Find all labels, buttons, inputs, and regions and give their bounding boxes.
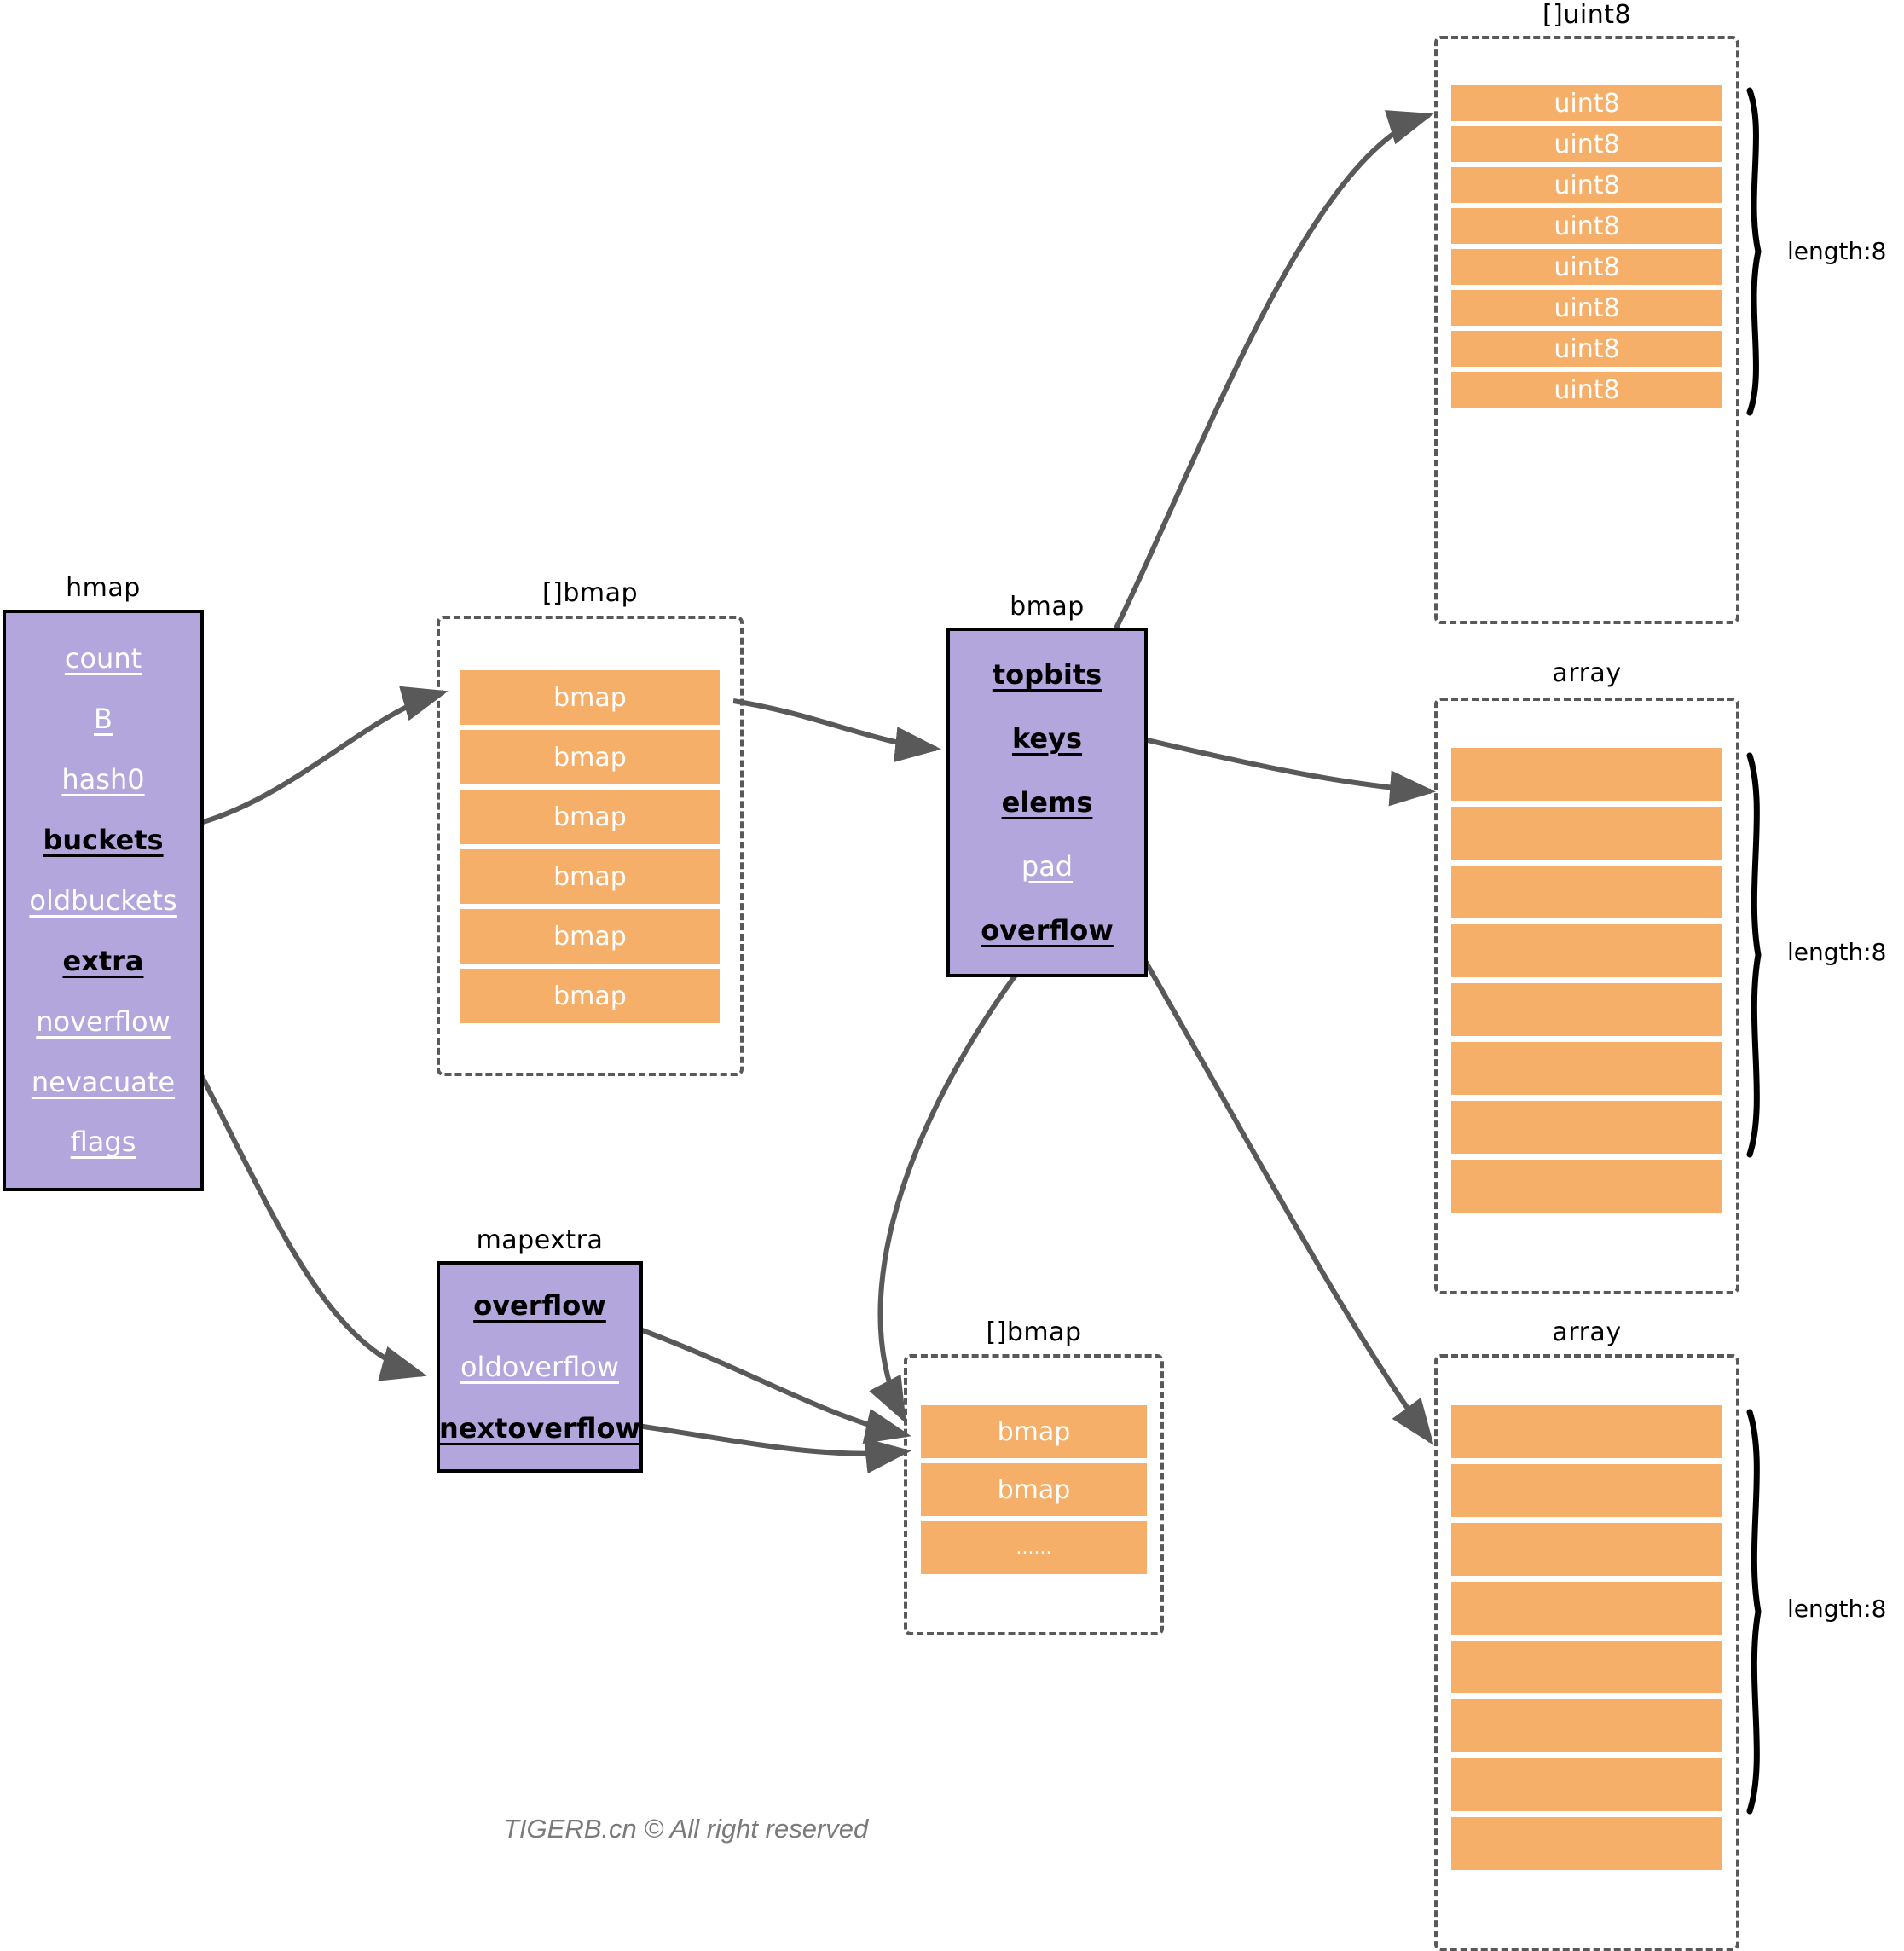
elems-array-cell[interactable] bbox=[1451, 1641, 1722, 1693]
elems-array-cell[interactable] bbox=[1451, 1464, 1722, 1517]
keys-array-cell[interactable] bbox=[1451, 924, 1722, 977]
uint8-cell[interactable]: uint8 bbox=[1451, 372, 1722, 408]
buckets-cell[interactable]: bmap bbox=[460, 969, 720, 1023]
uint8-cell[interactable]: uint8 bbox=[1451, 126, 1722, 162]
hmap-title: hmap bbox=[66, 573, 141, 603]
keys-array-cells bbox=[1451, 748, 1722, 1213]
bmap-box[interactable]: topbits keys elems pad overflow bbox=[946, 628, 1148, 977]
bmap-title: bmap bbox=[1010, 592, 1085, 622]
uint8-cell[interactable]: uint8 bbox=[1451, 85, 1722, 121]
elems-array-cells bbox=[1451, 1405, 1722, 1870]
keys-array-box[interactable] bbox=[1434, 698, 1739, 1294]
overflow-slice-box[interactable] bbox=[904, 1354, 1164, 1635]
hmap-field-noverflow[interactable]: noverflow bbox=[36, 1004, 171, 1038]
buckets-cell[interactable]: bmap bbox=[460, 670, 720, 725]
elems-array-cell[interactable] bbox=[1451, 1758, 1722, 1811]
buckets-cell[interactable]: bmap bbox=[460, 849, 720, 904]
hmap-field-buckets[interactable]: buckets bbox=[43, 824, 164, 857]
uint8-cell[interactable]: uint8 bbox=[1451, 290, 1722, 326]
elems-array-title: array bbox=[1552, 1317, 1622, 1347]
bmap-field-overflow[interactable]: overflow bbox=[981, 913, 1114, 947]
buckets-cell[interactable]: bmap bbox=[460, 790, 720, 844]
keys-array-cell[interactable] bbox=[1451, 983, 1722, 1036]
uint8-cell[interactable]: uint8 bbox=[1451, 249, 1722, 285]
keys-array-cell[interactable] bbox=[1451, 807, 1722, 860]
buckets-slice-box[interactable] bbox=[437, 616, 744, 1076]
overflow-bmap-cell[interactable]: bmap bbox=[921, 1463, 1147, 1516]
keys-array-cell[interactable] bbox=[1451, 866, 1722, 918]
uint8-cell[interactable]: uint8 bbox=[1451, 208, 1722, 244]
buckets-slice-title: []bmap bbox=[541, 578, 639, 608]
bmap-field-elems[interactable]: elems bbox=[1001, 785, 1093, 819]
uint8-cell[interactable]: uint8 bbox=[1451, 331, 1722, 367]
buckets-cell[interactable]: bmap bbox=[460, 909, 720, 964]
topbits-slice-cells: uint8 uint8 uint8 uint8 uint8 uint8 uint… bbox=[1451, 85, 1722, 408]
arrow-bucketslice-to-bmap bbox=[732, 698, 941, 762]
mapextra-field-overflow[interactable]: overflow bbox=[473, 1289, 606, 1322]
overflow-slice-title: []bmap bbox=[986, 1317, 1082, 1347]
hmap-field-oldbuckets[interactable]: oldbuckets bbox=[29, 883, 177, 917]
bmap-field-pad[interactable]: pad bbox=[1021, 849, 1074, 883]
mapextra-box[interactable]: overflow oldoverflow nextoverflow bbox=[437, 1261, 643, 1473]
hmap-box[interactable]: count B hash0 buckets oldbuckets extra n… bbox=[3, 610, 204, 1191]
overflow-ellipsis-cell[interactable]: ...... bbox=[921, 1521, 1147, 1574]
arrow-mapextraoverflow-to-overflowslice bbox=[606, 1315, 911, 1444]
copyright-footer: TIGERB.cn © All right reserved bbox=[503, 1814, 869, 1844]
arrow-buckets-to-bucketslice bbox=[161, 686, 449, 834]
topbits-length-brace bbox=[1746, 87, 1762, 416]
hmap-field-b[interactable]: B bbox=[94, 703, 113, 736]
elems-array-cell[interactable] bbox=[1451, 1817, 1722, 1870]
topbits-slice-title: []uint8 bbox=[1542, 0, 1632, 30]
keys-array-cell[interactable] bbox=[1451, 1042, 1722, 1095]
hmap-field-hash0[interactable]: hash0 bbox=[61, 763, 145, 796]
mapextra-title: mapextra bbox=[476, 1225, 604, 1255]
arrow-keys-to-keysarray bbox=[1136, 735, 1436, 807]
arrow-nextoverflow-to-overflowslice bbox=[637, 1423, 911, 1473]
hmap-field-flags[interactable]: flags bbox=[70, 1126, 136, 1159]
elems-array-cell[interactable] bbox=[1451, 1582, 1722, 1635]
overflow-bmap-cell[interactable]: bmap bbox=[921, 1405, 1147, 1458]
topbits-length-label: length:8 bbox=[1787, 237, 1887, 265]
keys-array-length-brace bbox=[1746, 752, 1762, 1158]
elems-array-cell[interactable] bbox=[1451, 1405, 1722, 1458]
buckets-cell[interactable]: bmap bbox=[460, 730, 720, 784]
keys-array-cell[interactable] bbox=[1451, 748, 1722, 801]
mapextra-field-nextoverflow[interactable]: nextoverflow bbox=[439, 1412, 641, 1444]
hmap-field-extra[interactable]: extra bbox=[62, 944, 144, 977]
buckets-slice-cells: bmap bmap bmap bmap bmap bmap bbox=[460, 670, 720, 1023]
hmap-field-nevacuate[interactable]: nevacuate bbox=[31, 1065, 176, 1098]
bmap-field-topbits[interactable]: topbits bbox=[992, 658, 1102, 692]
keys-array-length-label: length:8 bbox=[1787, 938, 1887, 966]
elems-array-box[interactable] bbox=[1434, 1354, 1739, 1951]
elems-array-length-brace bbox=[1746, 1409, 1762, 1815]
topbits-slice-box[interactable] bbox=[1434, 36, 1739, 624]
keys-array-cell[interactable] bbox=[1451, 1160, 1722, 1213]
keys-array-title: array bbox=[1552, 658, 1622, 688]
hmap-field-count[interactable]: count bbox=[64, 642, 142, 675]
uint8-cell[interactable]: uint8 bbox=[1451, 167, 1722, 203]
mapextra-field-oldoverflow[interactable]: oldoverflow bbox=[460, 1351, 620, 1383]
overflow-slice-cells: bmap bmap ...... bbox=[921, 1405, 1147, 1574]
elems-array-cell[interactable] bbox=[1451, 1699, 1722, 1752]
elems-array-length-label: length:8 bbox=[1787, 1595, 1887, 1623]
bmap-field-keys[interactable]: keys bbox=[1011, 722, 1083, 756]
elems-array-cell[interactable] bbox=[1451, 1523, 1722, 1576]
keys-array-cell[interactable] bbox=[1451, 1101, 1722, 1154]
arrow-topbits-to-uint8slice bbox=[1097, 110, 1434, 663]
